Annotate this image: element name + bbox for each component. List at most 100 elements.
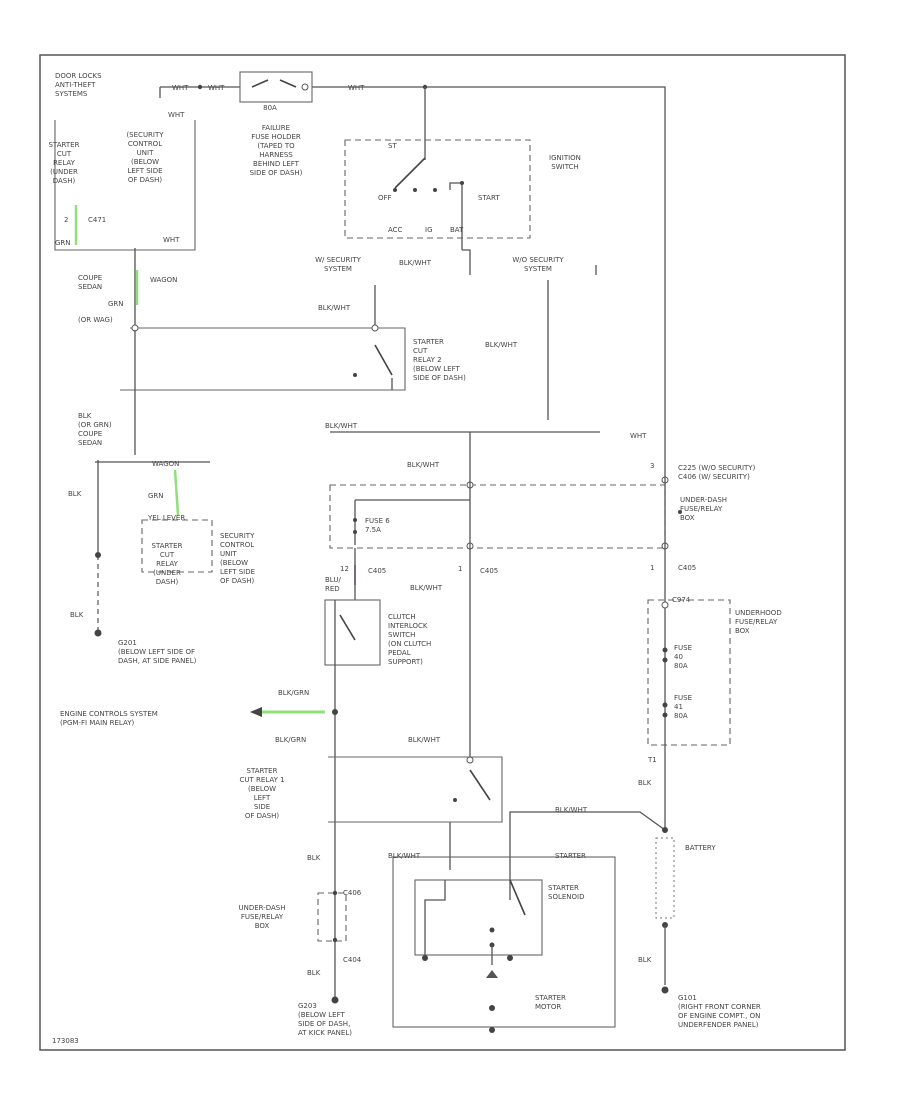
label-line: (BELOW LEFT SIDE OF [118, 648, 195, 656]
label-line: C406 (W/ SECURITY) [678, 473, 750, 481]
relay-2-contact [374, 344, 393, 376]
label-line: 12 [340, 565, 349, 573]
label-line: STARTER [247, 767, 278, 775]
label-blk-wht-9: BLK/WHT [388, 852, 421, 860]
label-line: BEHIND LEFT [253, 160, 300, 168]
label-line: (OR GRN) [78, 421, 112, 429]
label-line: UNDER-DASH [238, 904, 285, 912]
label-line: (TAPED TO [257, 142, 295, 150]
label-line: BLK [307, 854, 321, 862]
label-blk-wht-5: BLK/WHT [407, 461, 440, 469]
label-line: OF DASH) [128, 176, 163, 184]
label-line: SWITCH [388, 631, 415, 639]
wire-battery-top [509, 811, 666, 900]
label-wagon-2: WAGON [152, 460, 179, 468]
label-footer-code: 173083 [52, 1037, 79, 1045]
label-line: LEFT SIDE [127, 167, 162, 175]
label-line: C404 [343, 956, 362, 964]
starter-cut-relay-1-box [328, 756, 503, 823]
label-line: 40 [674, 653, 683, 661]
label-line: STARTER [548, 884, 579, 892]
label-c974: C974 [672, 596, 691, 604]
label-line: FUSE [674, 694, 692, 702]
label-line: 1 [650, 564, 654, 572]
starter-solenoid-box [414, 879, 543, 956]
label-line: PEDAL [388, 649, 411, 657]
label-battery: BATTERY [685, 844, 716, 852]
label-line: MOTOR [535, 1003, 561, 1011]
label-c471: C471 [88, 216, 106, 224]
failure-fuse-holder [239, 71, 313, 103]
label-line: CONTROL [220, 541, 254, 549]
label-line: C406 [343, 889, 362, 897]
label-blk-wht-7: BLK/WHT [408, 736, 441, 744]
label-line: G101 [678, 994, 697, 1002]
label-line: SEDAN [78, 283, 102, 291]
label-wht-6: WHT [630, 432, 647, 440]
label-line: BLU/ [325, 576, 341, 584]
label-line: BLK/WHT [555, 806, 588, 814]
label-line: OF DASH) [220, 577, 255, 585]
clutch-switch-contact [339, 614, 356, 641]
label-blk-wht-4: BLK/WHT [325, 422, 358, 430]
label-line: BLK/WHT [485, 341, 518, 349]
label-blk-grn-2: BLK/GRN [275, 736, 306, 744]
label-blk-2: BLK [70, 611, 84, 619]
label-line: BOX [680, 514, 695, 522]
label-line: OF DASH) [245, 812, 280, 820]
under-dash-fuse-box-1 [329, 484, 666, 549]
label-line: 41 [674, 703, 683, 711]
label-line: C225 (W/O SECURITY) [678, 464, 756, 472]
ignition-position-label: ACC [388, 226, 403, 234]
label-wht-1: WHT [172, 84, 189, 92]
label-line: 173083 [52, 1037, 79, 1045]
label-line: GRN [148, 492, 164, 500]
label-line: WHT [163, 236, 180, 244]
label-c404: C404 [343, 956, 362, 964]
label-wht-5: WHT [163, 236, 180, 244]
label-c406: C406 [343, 889, 362, 897]
label-line: ENGINE CONTROLS SYSTEM [60, 710, 158, 718]
label-line: HARNESS [259, 151, 293, 159]
label-line: OF ENGINE COMPT., ON [678, 1012, 760, 1020]
label-line: CONTROL [128, 140, 162, 148]
label-line: UNIT [220, 550, 237, 558]
label-line: WAGON [152, 460, 179, 468]
label-grn-1: GRN [55, 239, 71, 247]
label-c225: C225 (W/O SECURITY)C406 (W/ SECURITY) [678, 464, 756, 481]
label-blk-6: BLK [307, 969, 321, 977]
label-line: SYSTEM [524, 265, 552, 273]
label-line: SUPPORT) [388, 658, 423, 666]
label-line: BLK/WHT [399, 259, 432, 267]
label-line: (UNDER [50, 168, 78, 176]
label-line: UNIT [137, 149, 154, 157]
label-line: BLK/WHT [318, 304, 351, 312]
label-line: CUT [413, 347, 428, 355]
label-blk-3: BLK [638, 779, 652, 787]
starter-assembly-box [392, 856, 616, 1028]
label-line: FUSE/RELAY [241, 913, 284, 921]
label-line: RELAY 2 [413, 356, 442, 364]
wire-green-mid [173, 469, 180, 516]
label-line: (OR WAG) [78, 316, 113, 324]
label-blk-wht-8: BLK/WHT [555, 806, 588, 814]
label-line: GRN [55, 239, 71, 247]
security-unit-top-outline [54, 120, 196, 251]
ignition-switch-contact [394, 157, 426, 189]
label-line: CUT [160, 551, 175, 559]
label-pin-1: 1 [458, 565, 462, 573]
label-line: WHT [208, 84, 225, 92]
label-line: 80A [674, 662, 688, 670]
ignition-switch-box [344, 139, 531, 239]
